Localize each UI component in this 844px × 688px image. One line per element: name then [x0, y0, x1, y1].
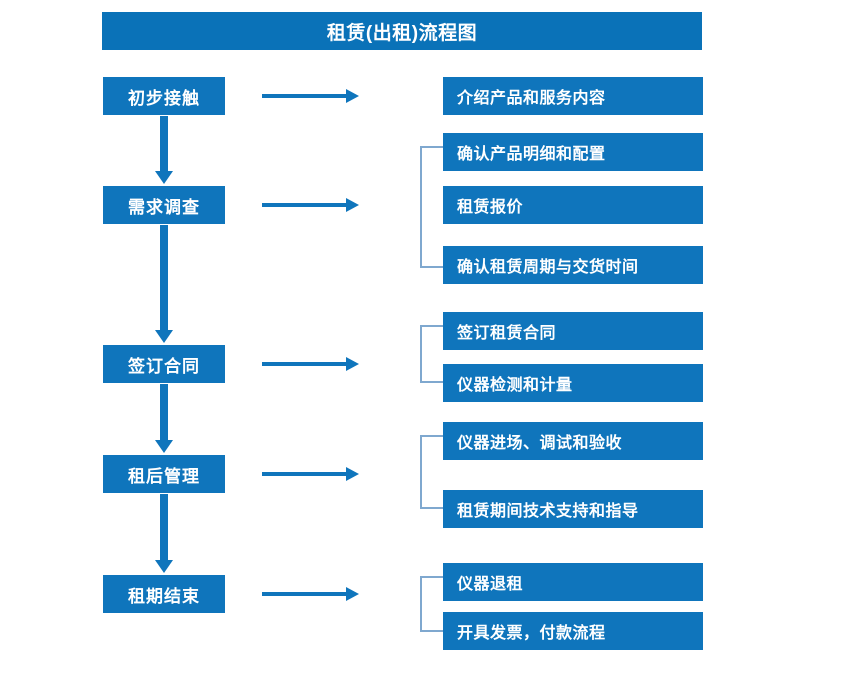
detail-box-introduce-products[interactable]: 介绍产品和服务内容: [443, 77, 703, 115]
detail-box-confirm-lease-period[interactable]: 确认租赁周期与交货时间: [443, 246, 703, 284]
detail-box-sign-lease-contract[interactable]: 签订租赁合同: [443, 312, 703, 350]
arrow-head-right-icon: [346, 89, 359, 103]
group-bracket-post-rental-management: [420, 435, 443, 509]
arrow-shaft: [160, 384, 168, 440]
arrow-head-right-icon: [346, 467, 359, 481]
stage-box-post-rental-management[interactable]: 租后管理: [103, 455, 225, 493]
arrow-head-down-icon: [155, 330, 173, 343]
stage-box-lease-end[interactable]: 租期结束: [103, 575, 225, 613]
arrow-head-right-icon: [346, 198, 359, 212]
vertical-arrow-2: [155, 225, 173, 343]
detail-box-confirm-product-details[interactable]: 确认产品明细和配置: [443, 133, 703, 171]
arrow-shaft: [160, 225, 168, 330]
group-bracket-needs-survey: [420, 146, 443, 268]
stage-box-sign-contract[interactable]: 签订合同: [103, 345, 225, 383]
vertical-arrow-1: [155, 116, 173, 184]
detail-box-rental-quote[interactable]: 租赁报价: [443, 186, 703, 224]
arrow-head-right-icon: [346, 357, 359, 371]
horizontal-arrow-1: [262, 89, 359, 103]
detail-box-instrument-inspection[interactable]: 仪器检测和计量: [443, 364, 703, 402]
stage-box-needs-survey[interactable]: 需求调查: [103, 186, 225, 224]
detail-box-instrument-entry-commissioning[interactable]: 仪器进场、调试和验收: [443, 422, 703, 460]
arrow-head-right-icon: [346, 587, 359, 601]
arrow-head-down-icon: [155, 440, 173, 453]
horizontal-arrow-4: [262, 467, 359, 481]
page-title: 租赁(出租)流程图: [102, 12, 702, 50]
horizontal-arrow-5: [262, 587, 359, 601]
arrow-head-down-icon: [155, 560, 173, 573]
group-bracket-lease-end: [420, 576, 443, 632]
horizontal-arrow-3: [262, 357, 359, 371]
horizontal-arrow-2: [262, 198, 359, 212]
detail-box-invoice-payment[interactable]: 开具发票，付款流程: [443, 612, 703, 650]
stage-box-initial-contact[interactable]: 初步接触: [103, 77, 225, 115]
arrow-shaft: [262, 472, 346, 476]
arrow-shaft: [262, 203, 346, 207]
arrow-shaft: [262, 362, 346, 366]
arrow-shaft: [262, 592, 346, 596]
arrow-shaft: [160, 494, 168, 560]
arrow-head-down-icon: [155, 171, 173, 184]
arrow-shaft: [160, 116, 168, 171]
arrow-shaft: [262, 94, 346, 98]
vertical-arrow-4: [155, 494, 173, 573]
group-bracket-sign-contract: [420, 325, 443, 383]
detail-box-instrument-return[interactable]: 仪器退租: [443, 563, 703, 601]
vertical-arrow-3: [155, 384, 173, 453]
detail-box-technical-support[interactable]: 租赁期间技术支持和指导: [443, 490, 703, 528]
